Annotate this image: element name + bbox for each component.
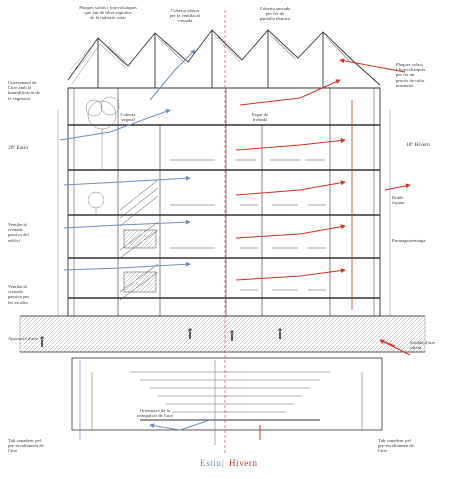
label-left-ventilacio-escala: Ventilació creuada passiva per les escal… (8, 284, 30, 305)
label-top-coberta-oberta: Coberta oberta per la ventilació creuada (169, 8, 201, 24)
label-top-coberta-tancada: Coberta tancada per fer de pantalla tèrm… (259, 6, 291, 22)
label-right-sortida-aire: Sortida d'aire calent (410, 340, 436, 351)
building-frame (57, 87, 391, 317)
label-top-plaques: Plaques solars i fotovoltaiques que fan … (79, 5, 137, 21)
label-left-temp-summer: 26º Estiu (8, 145, 28, 151)
label-coberta-vegetal: Coberta vegetal (120, 112, 136, 123)
label-right-plaques: Plaques solars i fotovoltaiques per fer … (396, 62, 426, 88)
caption-separator: | (222, 458, 225, 468)
label-left-aportacio: Aportació d'aire (8, 336, 39, 341)
caption-winter: Hivern (229, 458, 258, 468)
summer-airflow (59, 49, 216, 445)
caption-summer: Estiu (200, 458, 222, 468)
label-left-uneixament: Uneixament de l'aire amb la humidificaci… (8, 80, 40, 101)
ground (19, 315, 426, 353)
label-right-temp-winter: 18º Hivern (406, 142, 430, 148)
label-right-doble-facana: Doble façana (392, 195, 405, 206)
trees (85, 96, 120, 215)
solar-panels (69, 36, 350, 73)
label-bottom-center: Orientació de la reimpulsió de l'aire (136, 408, 174, 419)
auditorium (71, 357, 383, 431)
label-bottom-right: Tub canadenc pel pre-escalfament de l'ai… (378, 438, 414, 454)
label-bottom-left: Tub canadenc pel pre-escalfament de l'ai… (8, 438, 44, 454)
furniture (170, 159, 326, 291)
label-right-emmagatzematge: Emmagatzematge (392, 238, 426, 243)
label-left-ventilacio-sala: Ventilació creuada passiva del edifici (8, 222, 29, 243)
roof (67, 29, 381, 89)
winter-airflow (235, 58, 411, 440)
people (40, 328, 282, 347)
label-espai: Espai de trobada (251, 112, 269, 123)
stairs (119, 179, 159, 301)
